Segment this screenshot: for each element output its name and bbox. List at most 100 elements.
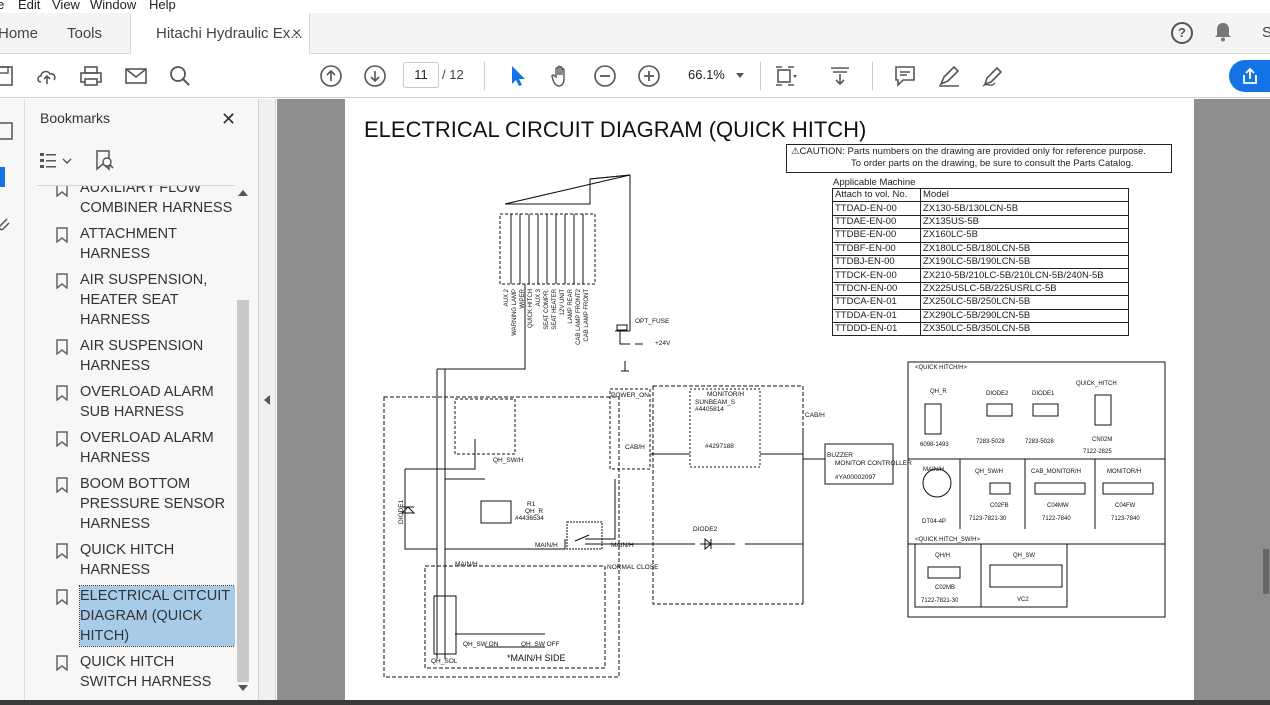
connector-label: MONITOR/H xyxy=(1107,469,1141,475)
toolbar-divider xyxy=(760,62,761,90)
part-number: 7122-7840 xyxy=(1042,516,1071,522)
connector-label: CAB_MONITOR/H xyxy=(1031,469,1081,475)
help-icon[interactable]: ? xyxy=(1171,22,1193,44)
highlight-pen-icon[interactable] xyxy=(937,64,961,88)
part-number-2: #4297188 xyxy=(705,443,734,450)
fuse-label: LAMP REAR xyxy=(568,288,574,323)
list-item[interactable]: AIR SUSPENSION, HEATER SEAT HARNESS xyxy=(37,270,235,330)
qh-sw-off-label: QH_SW OFF xyxy=(521,641,560,648)
monitor-h-label: MONITOR/H xyxy=(707,391,744,398)
scroll-down-icon[interactable] xyxy=(238,685,248,691)
list-item-selected[interactable]: ELECTRICAL CITCUIT DIAGRAM (QUICK HITCH) xyxy=(37,585,235,647)
bookmark-label: QUICK HITCH HARNESS xyxy=(80,542,175,578)
part-number: C04MW xyxy=(1047,503,1069,509)
part-number: CN02M xyxy=(1092,437,1112,443)
scroll-mode-icon[interactable] xyxy=(828,64,852,88)
account-icon[interactable]: S xyxy=(1262,24,1270,41)
tab-tools[interactable]: Tools xyxy=(67,25,103,42)
menu-help[interactable]: Help xyxy=(149,0,176,12)
print-icon[interactable] xyxy=(79,64,103,88)
comment-icon[interactable] xyxy=(893,64,917,88)
find-bookmark-icon[interactable] xyxy=(93,149,115,174)
upload-cloud-icon[interactable] xyxy=(35,64,59,88)
part-number: 7123-7821-30 xyxy=(969,516,1007,522)
pdf-page: ELECTRICAL CIRCUIT DIAGRAM (QUICK HITCH)… xyxy=(345,99,1194,705)
bookmark-label: OVERLOAD ALARM SUB HARNESS xyxy=(80,384,214,420)
sunbeam-label: SUNBEAM_S xyxy=(695,399,736,406)
diode2-label: DIODE2 xyxy=(693,526,718,533)
scroll-up-icon[interactable] xyxy=(238,190,248,196)
connector-label: MAIN/H xyxy=(923,467,944,473)
list-item[interactable]: AIR SUSPENSION HARNESS xyxy=(37,336,235,376)
bookmark-label: ATTACHMENT HARNESS xyxy=(80,226,177,262)
search-icon[interactable] xyxy=(168,64,192,88)
document-viewer[interactable]: ELECTRICAL CIRCUIT DIAGRAM (QUICK HITCH)… xyxy=(277,99,1270,705)
scroll-thumb[interactable] xyxy=(237,300,249,682)
email-icon[interactable] xyxy=(124,64,148,88)
zoom-out-icon[interactable] xyxy=(593,64,617,88)
tab-home[interactable]: Home xyxy=(0,25,39,42)
attachment-icon[interactable] xyxy=(0,214,12,237)
connector-label: QUICK_HITCH xyxy=(1076,381,1117,387)
toolbar-divider xyxy=(484,62,485,90)
list-item[interactable]: QUICK HITCH HARNESS xyxy=(37,540,235,580)
menu-window[interactable]: Window xyxy=(90,0,137,12)
bookmark-scrollbar[interactable] xyxy=(236,185,250,697)
zoom-dropdown-chevron-icon[interactable] xyxy=(736,73,744,78)
part-number-3: #YA00002097 xyxy=(835,474,876,481)
connector-label: DIODE1 xyxy=(1032,391,1055,397)
menu-view[interactable]: View xyxy=(52,0,80,12)
power-on-label: POWER_ON xyxy=(611,392,649,399)
viewer-scroll-thumb[interactable] xyxy=(1263,549,1269,594)
zoom-in-icon[interactable] xyxy=(637,64,661,88)
collapse-panel-icon[interactable] xyxy=(264,395,270,405)
part-number: 6098-1493 xyxy=(920,442,949,448)
cab-h-label: CAB/H xyxy=(625,444,645,451)
bookmark-icon xyxy=(56,589,68,605)
bell-icon[interactable] xyxy=(1214,22,1232,45)
bookmark-label: BOOM BOTTOM PRESSURE SENSOR HARNESS xyxy=(80,476,226,532)
list-item[interactable]: QUICK HITCH SWITCH HARNESS xyxy=(37,652,235,692)
share-button[interactable] xyxy=(1229,60,1270,92)
list-item[interactable]: OVERLOAD ALARM HARNESS xyxy=(37,428,235,468)
bookmarks-panel-icon[interactable] xyxy=(0,167,5,187)
tab-document[interactable]: Hitachi Hydraulic Ex... × xyxy=(130,13,310,55)
list-item[interactable]: ATTACHMENT HARNESS xyxy=(37,224,235,264)
bookmarks-panel: Bookmarks ✕ AUXILIARY FLOW COMBINER HARN… xyxy=(25,99,259,705)
bookmark-icon xyxy=(56,273,68,289)
sign-pen-icon[interactable] xyxy=(981,64,1005,88)
hand-tool-icon[interactable] xyxy=(549,64,573,88)
part-number: VC2 xyxy=(1017,597,1029,603)
qh-sw-on-label: QH_SW ON xyxy=(463,641,499,648)
qh-r-label: QH_R xyxy=(525,508,543,515)
panel-collapse-strip[interactable] xyxy=(259,99,276,705)
next-page-icon[interactable] xyxy=(363,64,387,88)
bookmarks-title: Bookmarks xyxy=(40,110,111,126)
list-item[interactable]: AUXILIARY FLOW COMBINER HARNESS xyxy=(37,186,235,218)
quick-hitch-h-title: <QUICK HITCH/H> xyxy=(915,365,968,371)
save-icon[interactable] xyxy=(0,64,16,88)
part-number: C02MB xyxy=(935,585,955,591)
list-item[interactable]: OVERLOAD ALARM SUB HARNESS xyxy=(37,382,235,422)
page-number-input[interactable]: 11 xyxy=(403,62,439,88)
prev-page-icon[interactable] xyxy=(319,64,343,88)
tab-close-icon[interactable]: × xyxy=(292,25,302,42)
select-cursor-icon[interactable] xyxy=(506,64,530,88)
page-thumbnails-icon[interactable] xyxy=(0,121,14,144)
left-rail xyxy=(0,99,25,705)
bookmark-options-icon[interactable] xyxy=(38,149,72,174)
menu-edit[interactable]: Edit xyxy=(18,0,41,12)
main-side-label: *MAIN/H SIDE xyxy=(507,653,566,663)
page-fit-icon[interactable] xyxy=(773,64,797,88)
list-item[interactable]: BOOM BOTTOM PRESSURE SENSOR HARNESS xyxy=(37,474,235,534)
part-number-4: #4436534 xyxy=(515,515,544,522)
bookmark-icon xyxy=(56,543,68,559)
zoom-level-select[interactable]: 66.1% xyxy=(688,67,725,82)
page-title: ELECTRICAL CIRCUIT DIAGRAM (QUICK HITCH) xyxy=(364,117,867,142)
bookmark-list: AUXILIARY FLOW COMBINER HARNESS ATTACHME… xyxy=(37,185,235,695)
caution-line-1: CAUTION: Parts numbers on the drawing ar… xyxy=(799,146,1146,157)
close-panel-icon[interactable]: ✕ xyxy=(221,109,237,129)
menu-file[interactable]: e xyxy=(0,0,5,12)
fuse-label: WIPER xyxy=(520,288,526,308)
